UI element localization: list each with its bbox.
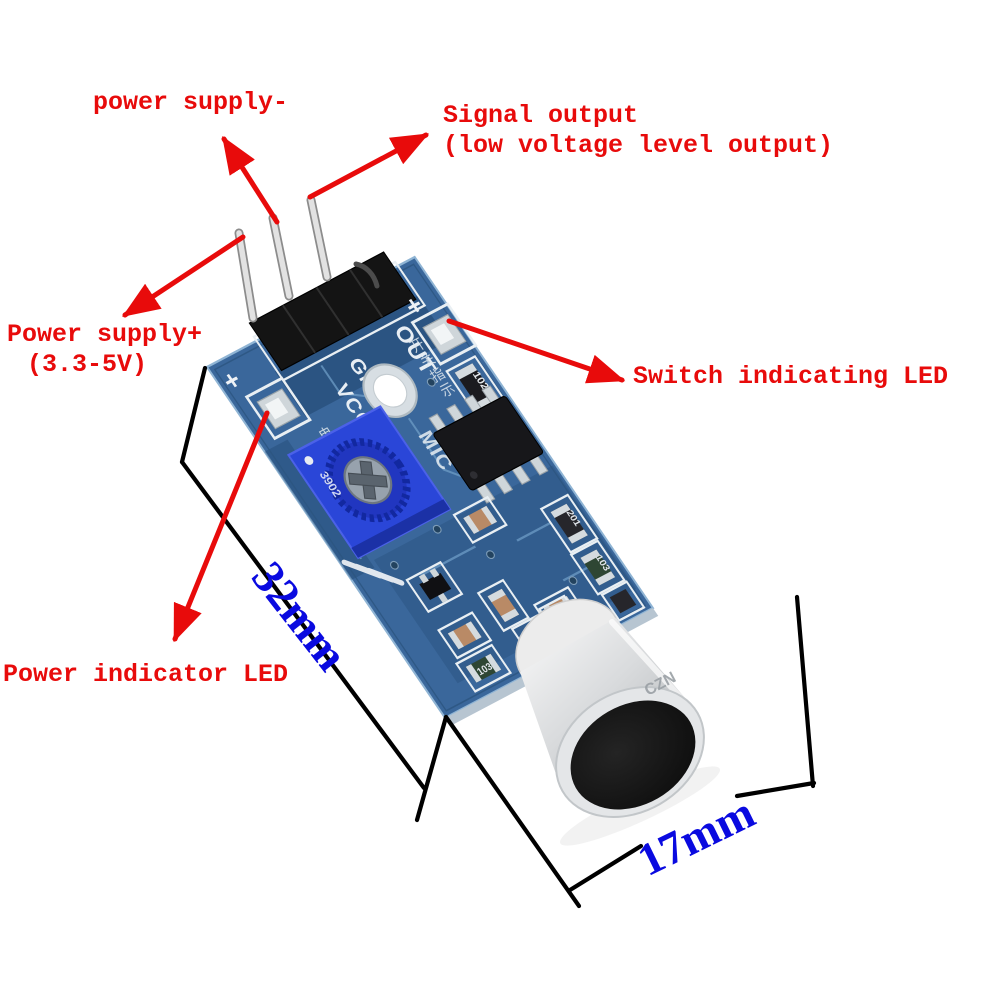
microphone: CZN (515, 598, 705, 818)
smd-component (600, 580, 646, 622)
smd-component (452, 495, 508, 545)
smd-component: 103 (454, 643, 513, 693)
arrow-switch-led (446, 318, 626, 384)
label-power-supply-plus: Power supply+(3.3-5V) (7, 320, 202, 380)
label-power-supply-minus: power supply- (93, 88, 289, 117)
arrow-power-supply-minus (221, 136, 280, 225)
comparator-chip (428, 385, 549, 504)
pcb-board: OUT GND VCC MIC 开关指示 电源指示 + + 102 (205, 251, 659, 726)
label-signal-output: Signal output(low voltage level output) (443, 101, 833, 161)
bent-pin (353, 261, 380, 289)
trimpot: 3902 (286, 405, 452, 586)
label-power-supply-plus-line1: Power supply+ (7, 320, 203, 349)
power-indicator-led (244, 376, 312, 441)
dim17-line-right (734, 780, 817, 799)
dim17-extension-right (794, 594, 816, 789)
pin-vcc (236, 230, 256, 321)
arrow-power-led (172, 410, 270, 643)
annotation-arrows (122, 132, 626, 643)
pin-out (308, 197, 330, 280)
smd-component (476, 578, 531, 633)
label-signal-output-line2: (low voltage level output) (443, 131, 834, 160)
reflection-streaks (341, 559, 405, 586)
header-pins (234, 195, 380, 323)
pin-gnd (270, 215, 292, 299)
dim32-extension-top (179, 365, 208, 465)
arrow-power-supply-plus (122, 234, 246, 318)
label-signal-output-line1: Signal output (443, 101, 639, 130)
dim17-extension-left (443, 714, 582, 909)
label-power-supply-plus-line2: (3.3-5V) (27, 350, 148, 379)
dim32-extension-bottom (414, 714, 449, 823)
label-power-indicator-led: Power indicator LED (3, 660, 289, 689)
copper-pour (264, 439, 375, 580)
smd-component (437, 611, 493, 660)
transistor (405, 560, 464, 614)
copper-pour (274, 295, 449, 417)
smd-component: 201 (539, 493, 599, 554)
arrow-signal-output (307, 132, 430, 200)
dim17-line-left (567, 843, 644, 893)
mounting-hole (362, 363, 418, 418)
label-switch-indicating-led: Switch indicating LED (633, 362, 949, 391)
mic-foam (570, 700, 696, 810)
